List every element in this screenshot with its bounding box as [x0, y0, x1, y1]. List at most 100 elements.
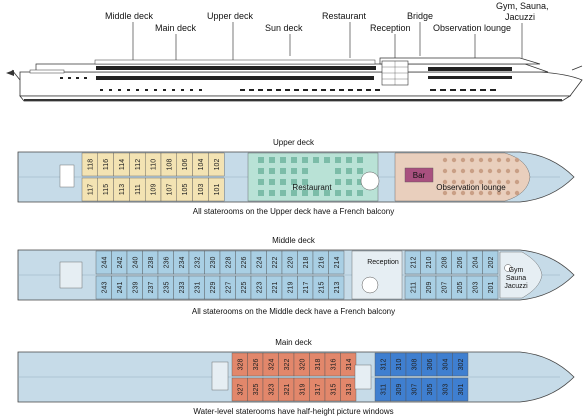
- seat: [505, 179, 511, 185]
- porthole: [163, 89, 166, 91]
- deck-title: Upper deck: [273, 138, 315, 147]
- table: [291, 157, 297, 163]
- cabin-number: 212: [410, 257, 417, 269]
- table: [346, 179, 352, 185]
- table: [357, 179, 363, 185]
- table: [357, 190, 363, 196]
- stairs: [354, 364, 372, 390]
- seat: [442, 157, 448, 163]
- cabin-number: 233: [179, 282, 186, 294]
- seat: [478, 190, 484, 196]
- table: [280, 168, 286, 174]
- porthole: [357, 89, 362, 91]
- cabin-number: 304: [442, 359, 449, 371]
- table: [291, 179, 297, 185]
- table: [302, 179, 308, 185]
- cabin-number: 231: [194, 282, 201, 294]
- porthole: [154, 89, 157, 91]
- restaurant-label: Restaurant: [292, 183, 332, 192]
- callout-label: Bridge: [407, 11, 433, 21]
- porthole: [68, 77, 71, 79]
- cabin-number: 311: [380, 384, 387, 395]
- cabin-number: 214: [334, 257, 341, 269]
- top-cabin: [379, 57, 541, 65]
- callout-label: Main deck: [155, 23, 197, 33]
- table: [269, 157, 275, 163]
- table: [313, 190, 319, 196]
- table: [335, 157, 341, 163]
- callout-lines: [132, 22, 523, 90]
- table: [335, 190, 341, 196]
- lounge-windows-2: [428, 76, 512, 79]
- cabin-number: 116: [103, 159, 110, 170]
- aft-stairs: [59, 261, 83, 289]
- cabin-number: 101: [214, 184, 221, 196]
- cabin-number: 232: [194, 257, 201, 269]
- cabin-number: 205: [457, 282, 464, 294]
- seat: [487, 168, 493, 174]
- cabin-number: 320: [299, 359, 306, 371]
- hull-waterline: [24, 99, 562, 101]
- porthole: [127, 89, 130, 91]
- porthole: [348, 89, 353, 91]
- callout-label: Sun deck: [265, 23, 303, 33]
- table: [269, 190, 275, 196]
- cabin-number: 219: [287, 282, 294, 294]
- table: [258, 157, 264, 163]
- porthole: [199, 89, 202, 91]
- cabin-number: 217: [303, 282, 310, 294]
- table: [302, 157, 308, 163]
- table: [324, 190, 330, 196]
- porthole: [440, 89, 446, 91]
- jacuzzi-icon: [504, 264, 512, 272]
- staircase: [360, 171, 380, 191]
- cabin-number: 301: [458, 384, 465, 396]
- porthole: [136, 89, 139, 91]
- cabin-number: 236: [163, 257, 170, 269]
- cabin: [482, 275, 499, 300]
- cabin-number: 113: [119, 184, 126, 195]
- table: [258, 179, 264, 185]
- deck-caption: All staterooms on the Middle deck have a…: [192, 307, 395, 316]
- seat: [451, 168, 457, 174]
- deck-caption: All staterooms on the Upper deck have a …: [193, 207, 394, 216]
- aft-stairs: [59, 164, 75, 188]
- porthole: [470, 89, 476, 91]
- lounge-label: Observation lounge: [436, 183, 506, 192]
- cabin-number: 317: [315, 384, 322, 396]
- seat: [469, 190, 475, 196]
- cabin-number: 309: [396, 384, 403, 396]
- porthole: [181, 89, 184, 91]
- cabin-number: 216: [318, 257, 325, 269]
- seat: [514, 190, 520, 196]
- seat: [451, 190, 457, 196]
- seat: [469, 157, 475, 163]
- callout-label: Reception: [370, 23, 411, 33]
- porthole: [258, 89, 263, 91]
- cabin-number: 242: [117, 257, 124, 269]
- table: [291, 168, 297, 174]
- cabin-number: 210: [426, 257, 433, 269]
- seat: [496, 168, 502, 174]
- lounge-area: [394, 152, 531, 202]
- cabin-number: 107: [166, 184, 173, 196]
- cabin-number: 244: [101, 257, 108, 269]
- seat: [451, 179, 457, 185]
- cabin-number: 228: [225, 257, 232, 269]
- table: [258, 190, 264, 196]
- cabin: [482, 250, 499, 275]
- porthole: [430, 89, 436, 91]
- seat: [442, 190, 448, 196]
- cabin-number: 321: [284, 384, 291, 396]
- cabin-number: 109: [151, 184, 158, 196]
- seat: [478, 157, 484, 163]
- table: [302, 168, 308, 174]
- cabin-number: 307: [411, 384, 418, 396]
- bow-staff: [571, 65, 583, 71]
- porthole: [249, 89, 254, 91]
- restaurant-tables: [258, 157, 363, 196]
- cabin-number: 326: [253, 359, 260, 371]
